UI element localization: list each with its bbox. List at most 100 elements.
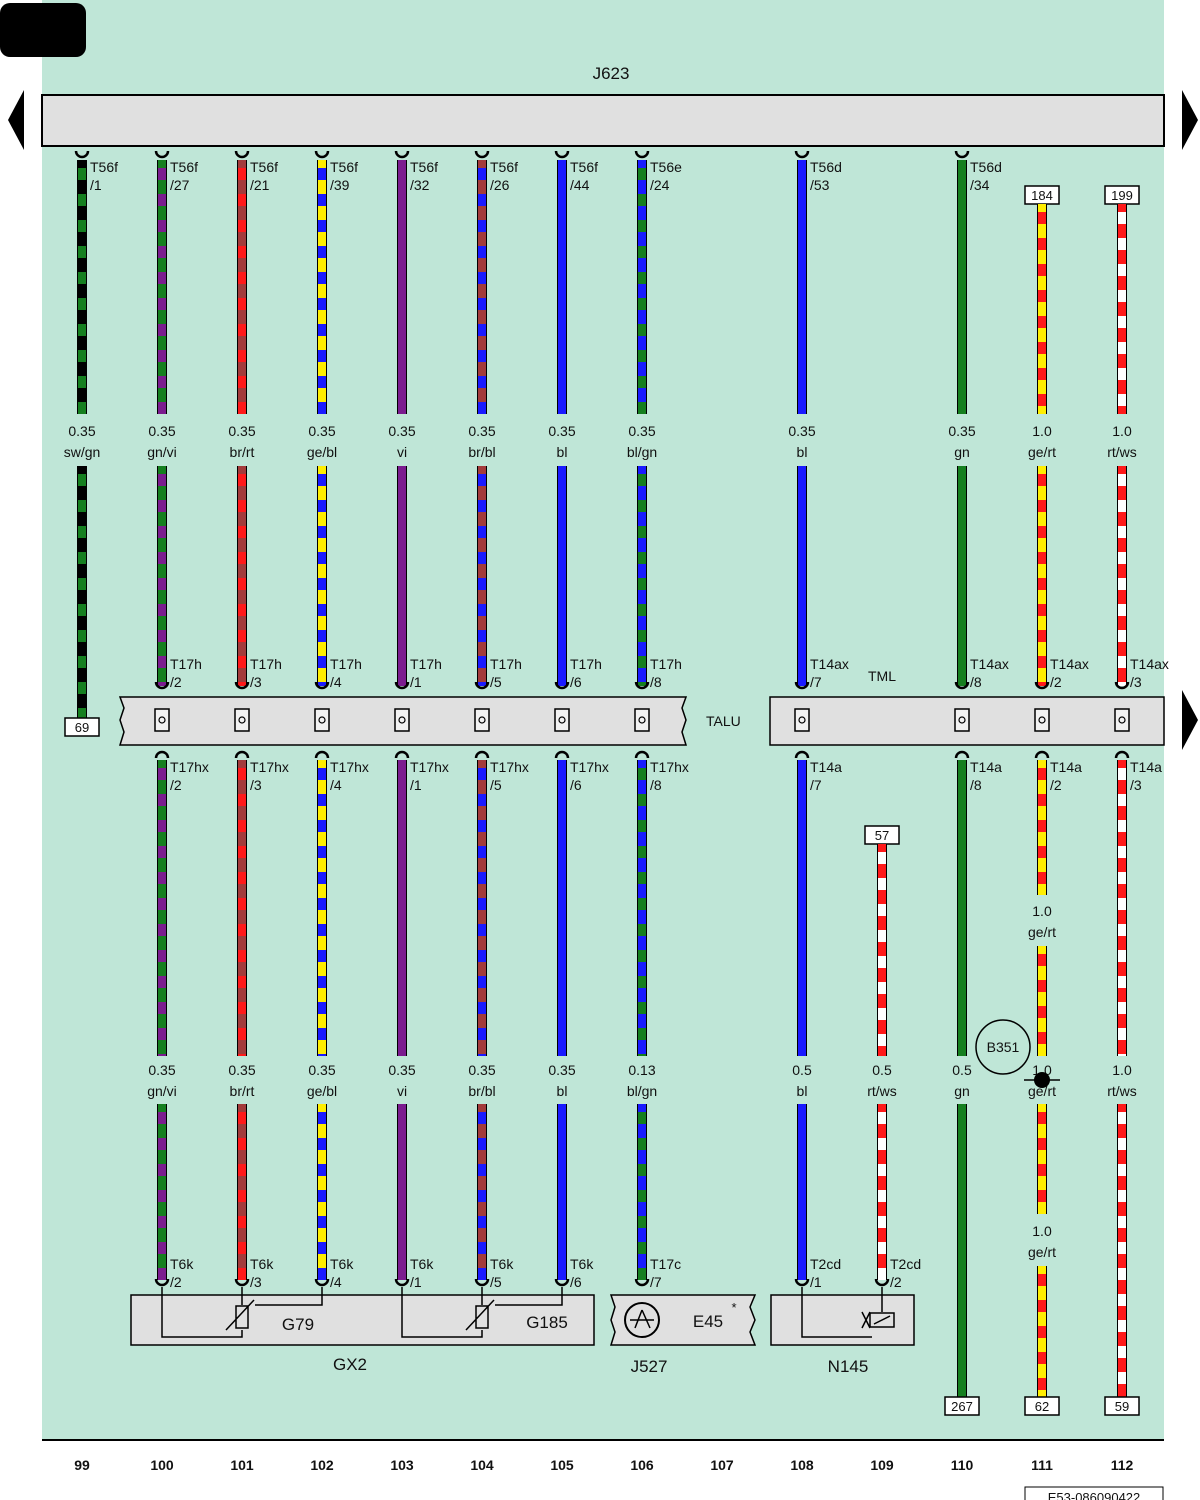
col-104-wire-upper-b-stripe [478, 656, 486, 668]
col-100-wire-upper-stripe [158, 350, 166, 362]
col-101-wire-upper-stripe [238, 324, 246, 336]
col-105-number: 105 [550, 1457, 574, 1473]
col-112-wire-upper-stripe [1118, 264, 1126, 276]
col-104-low-size: 0.35 [468, 1062, 495, 1078]
control-unit-label: J623 [593, 64, 630, 83]
col-102-wire-lower-b-stripe [318, 1268, 326, 1280]
col-101-wire-upper-stripe [238, 376, 246, 388]
col-111-terminal-bottom-box [1024, 1396, 1060, 1416]
col-104-wire-upper-stripe [478, 376, 486, 388]
col-100-wire-upper-stripe [158, 194, 166, 206]
col-101-wire-upper-b-stripe [238, 604, 246, 616]
col-112-wire-upper-b-stripe [1118, 604, 1126, 616]
col-104-wire-lower-stripe [478, 1028, 486, 1040]
col-104-wire-upper-stripe [478, 272, 486, 284]
col-102-harness-top-connector: T17h [330, 656, 362, 672]
col-105-low-color: bl [557, 1083, 568, 1099]
col-106-harness-top-connector: T17h [650, 656, 682, 672]
col-108-harness-top-pin: /7 [810, 674, 822, 690]
col-110-low-size: 0.5 [952, 1062, 972, 1078]
col-103-harness-top-pin-icon [394, 681, 410, 690]
col-109-component-connector: T2cd [890, 1256, 921, 1272]
col-100-wire-lower-b-stripe [158, 1268, 166, 1280]
arrow-right-lower-icon[interactable] [1182, 690, 1198, 750]
col-106-wire-lower-b-stripe [638, 1138, 646, 1150]
arrow-right-icon[interactable] [1182, 90, 1198, 150]
arrow-left-icon[interactable] [8, 90, 24, 150]
col-110-terminal-bottom-box [944, 1396, 980, 1416]
col-103-wire-lower [398, 760, 406, 1056]
col-102-wire-upper-stripe [318, 324, 326, 336]
col-105-top-pin-icon [554, 150, 570, 159]
col-102-wire-upper-stripe [318, 298, 326, 310]
col-102-wire-lower-b-stripe [318, 1164, 326, 1176]
col-99-wire-upper-stripe [78, 376, 86, 388]
col-104-component-connector: T6k [490, 1256, 514, 1272]
col-106-harness-top-pin: /8 [650, 674, 662, 690]
col-106-wire-upper-stripe [638, 402, 646, 414]
col-99-wire-upper-b-stripe [78, 604, 86, 616]
col-103-top-pin-icon [394, 150, 410, 159]
col-102-harness-bottom-pin-icon [314, 750, 330, 759]
col-100-wire-upper [158, 160, 166, 414]
col-112-harness-top-pin-icon [1114, 681, 1130, 690]
col-101-harness-top-pin: /3 [250, 674, 262, 690]
col-112-wire-lower-stripe [1118, 950, 1126, 962]
col-106-wire-upper-b-stripe [638, 526, 646, 538]
col-100-low-size: 0.35 [148, 1062, 175, 1078]
col-103-low-size: 0.35 [388, 1062, 415, 1078]
col-111-size: 1.0 [1032, 423, 1052, 439]
col-100-number: 100 [150, 1457, 174, 1473]
col-101-wire-lower-stripe [238, 898, 246, 910]
col-105-component-pin-icon [554, 1278, 570, 1287]
col-106-wire-upper-b-stripe [638, 682, 646, 686]
col-111-wire-mid-stripe [1038, 846, 1046, 858]
col-100-wire-upper-b-stripe [158, 656, 166, 668]
col-112-wire-upper-b-stripe [1118, 578, 1126, 590]
col-100-wire-upper-b-stripe [158, 630, 166, 642]
col-100-wire-lower-stripe [158, 768, 166, 780]
col-112-wire-upper-b-stripe [1118, 630, 1126, 642]
col-101-wire-lower-stripe [238, 820, 246, 832]
col-108-harness-top-pin-icon [794, 681, 810, 690]
col-102-wire-lower-stripe [318, 1054, 326, 1056]
col-111-wire-mid-stripe [1038, 794, 1046, 806]
col-102-wire-upper-stripe [318, 350, 326, 362]
col-104-harness-top-connector: T17h [490, 656, 522, 672]
col-106-wire-upper-stripe [638, 194, 646, 206]
col-103-harness-bottom-pin-icon [394, 750, 410, 759]
col-102-top-pin-icon [314, 150, 330, 159]
e45-switch-icon [624, 1302, 660, 1338]
col-108-top-pin-icon [794, 150, 810, 159]
col-103-number: 103 [390, 1457, 414, 1473]
col-100-wire-upper-b [158, 466, 166, 686]
col-106-wire-lower-b-stripe [638, 1268, 646, 1280]
col-106-wire-lower-stripe [638, 950, 646, 962]
col-106-component-connector: T17c [650, 1256, 681, 1272]
col-102-low-size: 0.35 [308, 1062, 335, 1078]
col-99-wire-upper-b-stripe [78, 474, 86, 486]
col-100-wire-upper-stripe [158, 402, 166, 414]
col-102-number: 102 [310, 1457, 334, 1473]
col-106-wire-upper-b-stripe [638, 630, 646, 642]
col-112-number: 112 [1111, 1457, 1134, 1473]
col-102-wire-upper-b-stripe [318, 552, 326, 564]
col-104-top-pin-icon [474, 150, 490, 159]
col-106-wire-upper-stripe [638, 220, 646, 232]
col-101-wire-lower-b-stripe [238, 1164, 246, 1176]
col-102-wire-lower-b-stripe [318, 1112, 326, 1124]
col-108-wire-lower [798, 760, 806, 1056]
col-108-harness-connector-icon-dot [798, 716, 806, 724]
col-104-wire-lower-stripe [478, 898, 486, 910]
j527-component-box [609, 1294, 757, 1346]
col-108-number: 108 [790, 1457, 814, 1473]
col-105-harness-top-connector: T17h [570, 656, 602, 672]
col-100-wire-lower-stripe [158, 794, 166, 806]
col-111-mid-size: 1.0 [1032, 903, 1052, 919]
col-110-harness-connector-icon [954, 708, 970, 732]
footer-code: E53-086090422 [1048, 1490, 1141, 1500]
col-101-harness-bottom-pin-icon [234, 750, 250, 759]
col-111-wire-upper-b [1038, 466, 1046, 686]
col-111-wire-upper-stripe [1038, 264, 1046, 276]
col-99-color: sw/gn [64, 444, 101, 460]
